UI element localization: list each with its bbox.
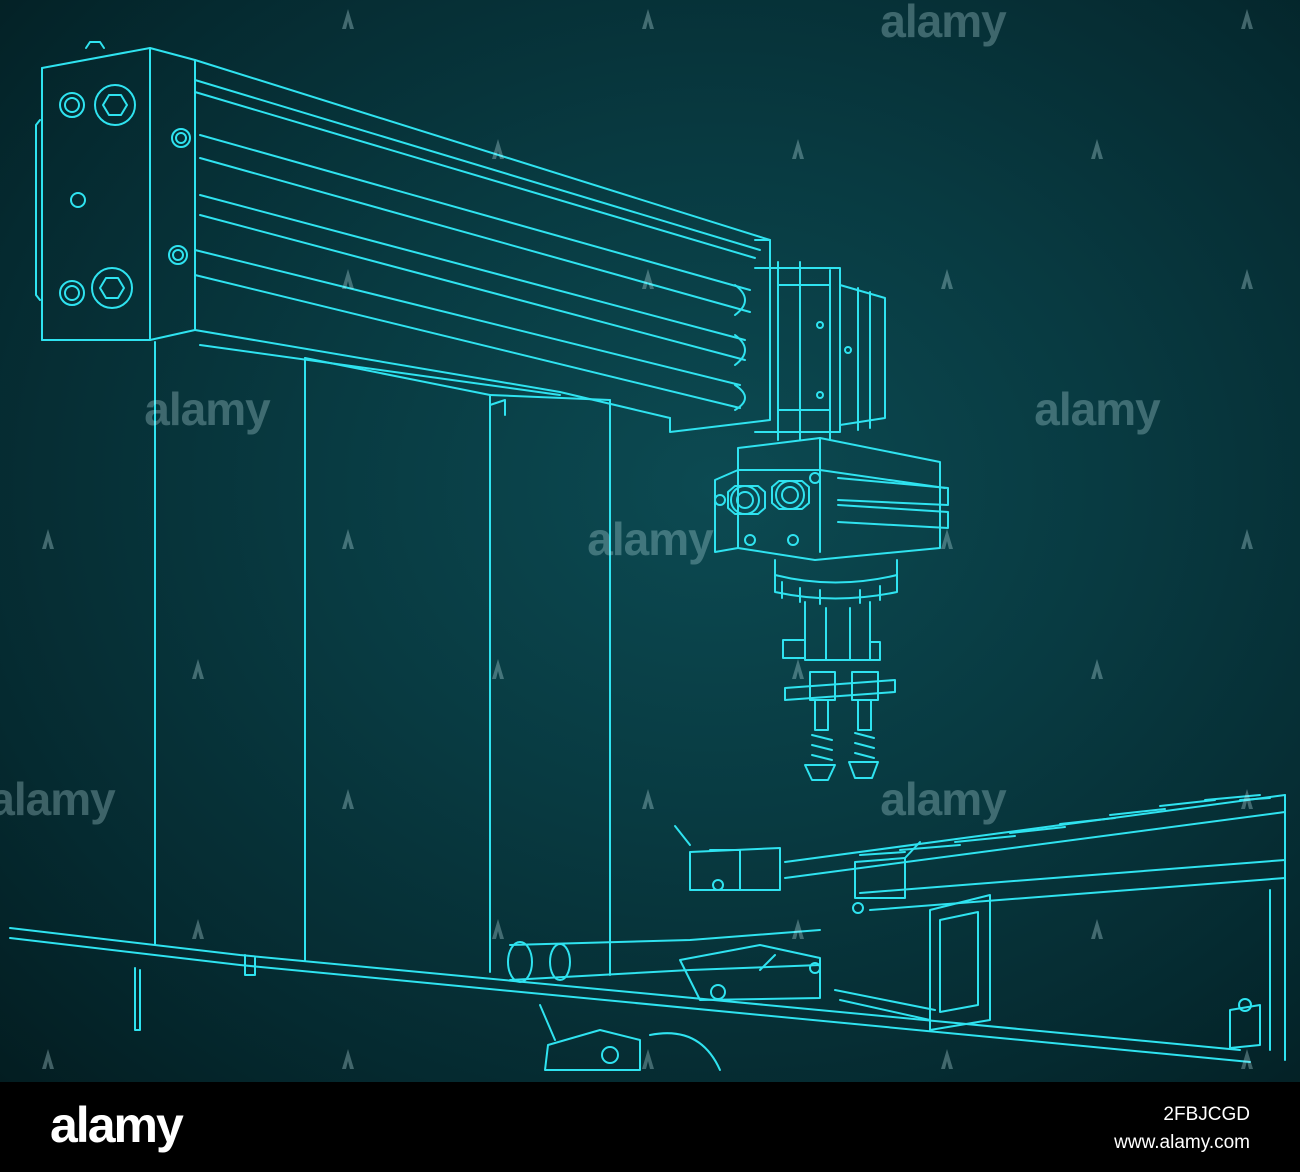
conveyor [507, 794, 1286, 1061]
rotary-flange [774, 559, 898, 661]
stock-footer-bar: alamy 2FBJCGD www.alamy.com [0, 1082, 1300, 1172]
image-id: 2FBJCGD [1163, 1104, 1250, 1125]
rotary-actuator [714, 437, 949, 561]
support-columns [154, 341, 611, 976]
beam-end-plate [35, 41, 196, 341]
pick-and-place-machine-illustration [9, 41, 1286, 1071]
suction-cups [784, 671, 896, 781]
footer-logo: alamy [50, 1097, 184, 1153]
blueprint-drawing: alamy alamy alamy alamy alamy alamy [0, 0, 1300, 1082]
site-url: www.alamy.com [1114, 1132, 1250, 1153]
slide-cylinders [754, 261, 886, 441]
base-table [9, 927, 1251, 1071]
gantry-beam [194, 59, 771, 433]
